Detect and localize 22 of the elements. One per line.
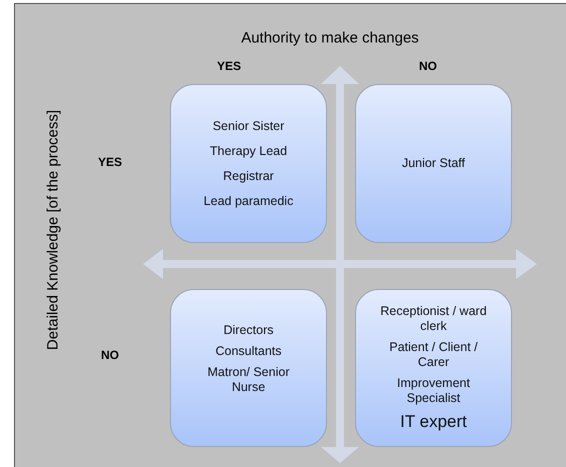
role-text: Directors xyxy=(222,323,274,338)
role-text: Senior Sister xyxy=(212,118,286,134)
role-text: Registrar xyxy=(222,168,275,184)
quadrant-box xyxy=(355,289,512,447)
axis-title: Detailed Knowledge [of the process] xyxy=(44,110,62,350)
quadrant-box xyxy=(355,84,512,243)
role-text: Patient / Client / Carer xyxy=(388,340,479,370)
role-text: Lead paramedic xyxy=(202,194,294,208)
role-text: Improvement Specialist xyxy=(396,376,471,406)
role-text: Junior Staff xyxy=(400,156,466,171)
role-text: Matron/ Senior Nurse xyxy=(206,365,290,395)
role-text: IT expert xyxy=(399,412,468,432)
quadrant-box xyxy=(170,84,327,243)
column-heading: NO xyxy=(419,59,437,73)
row-heading: YES xyxy=(98,155,122,169)
row-heading: NO xyxy=(101,348,119,362)
column-heading: YES xyxy=(217,59,241,73)
role-text: Consultants xyxy=(214,344,282,359)
quadrant-box xyxy=(170,289,327,447)
role-text: Receptionist / ward clerk xyxy=(379,304,488,334)
axis-title: Authority to make changes xyxy=(241,30,419,46)
role-text: Therapy Lead xyxy=(208,144,288,158)
